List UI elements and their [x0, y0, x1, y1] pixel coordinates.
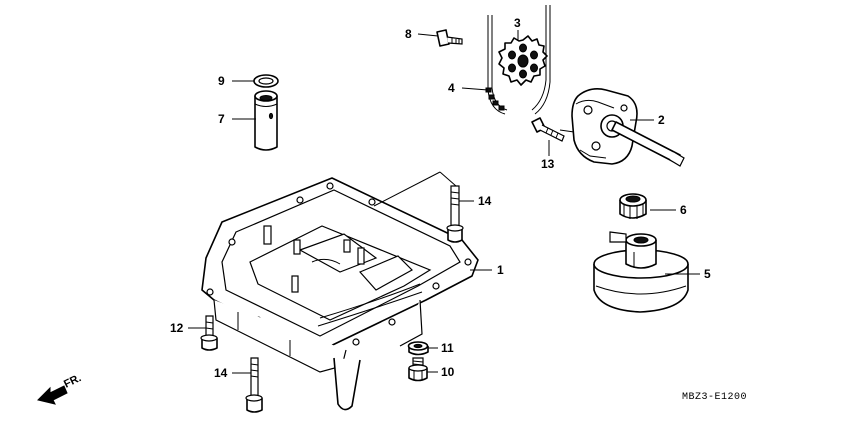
part-bolt-pan [200, 315, 218, 351]
part-sealing-washer [407, 341, 429, 356]
front-direction-indicator: FR. [37, 372, 83, 405]
callout-14-upper: 14 [478, 194, 492, 208]
part-oil-pump-sprocket [498, 35, 548, 86]
front-label: FR. [62, 372, 83, 391]
callout-7: 7 [218, 112, 225, 126]
callout-13: 13 [541, 157, 555, 171]
front-arrow-icon [37, 385, 68, 405]
callout-11: 11 [441, 341, 454, 355]
callout-8: 8 [405, 27, 412, 41]
callout-14-lower: 14 [214, 366, 228, 380]
callout-1: 1 [497, 263, 504, 277]
part-oil-pan [201, 177, 479, 411]
part-long-bolt-lower [245, 357, 263, 413]
part-o-ring [253, 74, 279, 88]
part-strainer-nut [619, 193, 647, 219]
callout-3: 3 [514, 16, 521, 30]
part-drain-bolt [408, 357, 428, 382]
callout-2: 2 [658, 113, 665, 127]
part-long-bolt-upper [446, 185, 464, 243]
callout-4: 4 [448, 81, 455, 95]
part-bolt-pump [531, 117, 565, 142]
leader-lines [188, 30, 700, 374]
part-oil-pump [559, 88, 685, 167]
callouts: 1 2 3 4 5 6 7 8 9 10 11 12 13 14 14 [170, 16, 711, 380]
part-oil-strainer [593, 231, 689, 313]
drawing-code: MBZ3-E1200 [682, 392, 747, 403]
part-strainer-tube [254, 90, 278, 151]
callout-9: 9 [218, 74, 225, 88]
part-drive-chain [485, 5, 551, 115]
callout-6: 6 [680, 203, 687, 217]
callout-12: 12 [170, 321, 184, 335]
part-bolt-sprocket [436, 29, 463, 47]
callout-5: 5 [704, 267, 711, 281]
callout-10: 10 [441, 365, 455, 379]
